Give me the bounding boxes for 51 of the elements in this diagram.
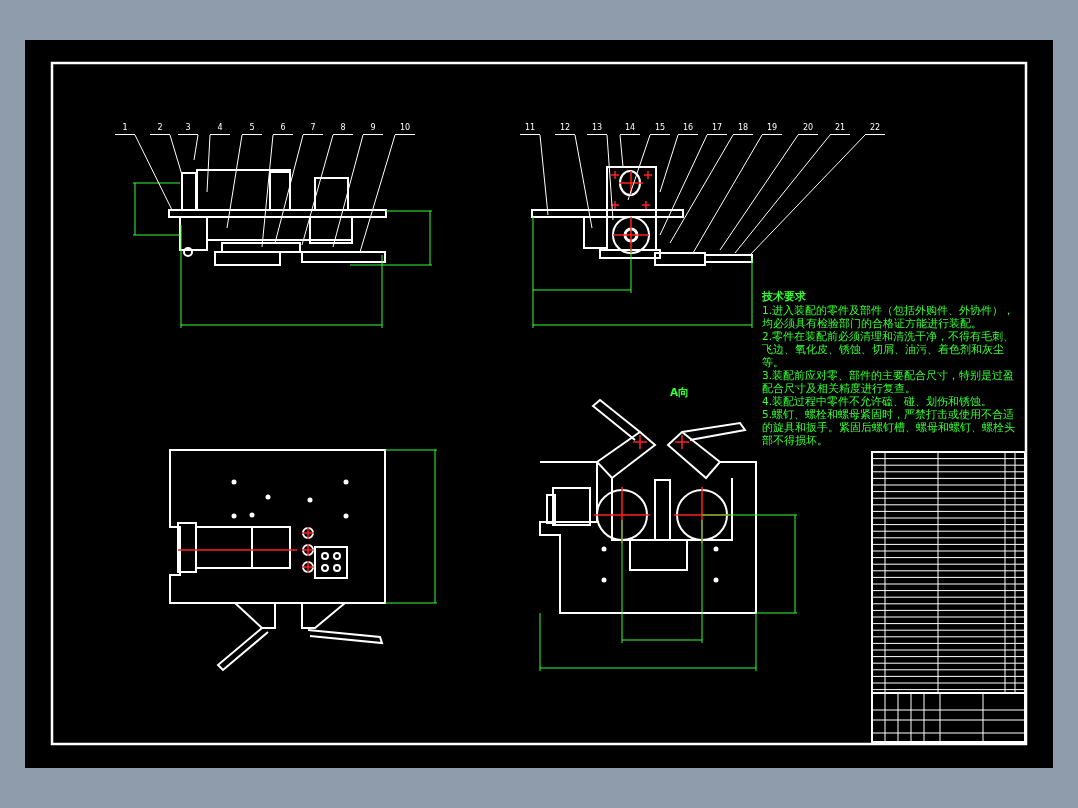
leader-line (627, 134, 651, 201)
leader-line (261, 134, 274, 248)
leader-line (226, 134, 243, 229)
callout-number: 18 (733, 123, 753, 135)
callout-number: 4 (210, 123, 230, 135)
leader-line (574, 134, 593, 229)
callout-number: 17 (707, 123, 727, 135)
callout-number: 2 (150, 123, 170, 135)
leader-line (734, 134, 831, 254)
leader-line (539, 134, 549, 216)
callout-number: 20 (798, 123, 818, 135)
leader-line (274, 134, 304, 244)
callout-number: 21 (830, 123, 850, 135)
leader-line (332, 134, 364, 248)
callout-number: 6 (273, 123, 293, 135)
callout-number: 12 (555, 123, 575, 135)
leader-line (719, 134, 799, 251)
callout-number: 7 (303, 123, 323, 135)
leader-line (749, 134, 866, 256)
callout-number: 16 (678, 123, 698, 135)
callout-number: 8 (333, 123, 353, 135)
leader-line (692, 134, 763, 254)
leader-line (659, 134, 679, 193)
requirement-text: 3.装配前应对零、部件的主要配合尺寸，特别是过盈配合尺寸及相关精度进行复查。 (762, 369, 1016, 395)
callout-number: 9 (363, 123, 383, 135)
leader-line (606, 134, 614, 221)
view-label: A向 (670, 386, 691, 399)
leader-line (134, 134, 173, 211)
callout-number: 14 (620, 123, 640, 135)
leader-line (359, 134, 396, 253)
callout-number: 19 (762, 123, 782, 135)
callout-number: 13 (587, 123, 607, 135)
callout-number: 11 (520, 123, 540, 135)
callout-number: 1 (115, 123, 135, 135)
callout-number: 3 (178, 123, 198, 135)
leader-line (193, 134, 199, 161)
callout-number: 22 (865, 123, 885, 135)
callout-number: 5 (242, 123, 262, 135)
requirements-heading: 技术要求 (762, 290, 807, 303)
requirement-text: 5.螺钉、螺栓和螺母紧固时，严禁打击或使用不合适的旋具和扳手。紧固后螺钉槽、螺母和螺钉、螺栓头部不得损坏。 (762, 408, 1016, 447)
requirement-text: 4.装配过程中零件不允许磕、碰、划伤和锈蚀。 (762, 395, 994, 408)
leader-line (669, 134, 734, 244)
leader-line (206, 134, 211, 193)
callout-number: 15 (650, 123, 670, 135)
leader-line (659, 134, 708, 236)
callout-number: 10 (395, 123, 415, 135)
requirement-text: 1.进入装配的零件及部件（包括外购件、外协件），均必须具有检验部门的合格证方能进行装配。 (762, 304, 1016, 330)
requirement-text: 2.零件在装配前必须清理和清洗干净，不得有毛刺、飞边、氧化皮、锈蚀、切屑、油污、着色剂和灰尘等。 (762, 330, 1016, 369)
leader-line (301, 134, 334, 246)
leader-line (169, 134, 183, 176)
leader-line (619, 134, 624, 168)
